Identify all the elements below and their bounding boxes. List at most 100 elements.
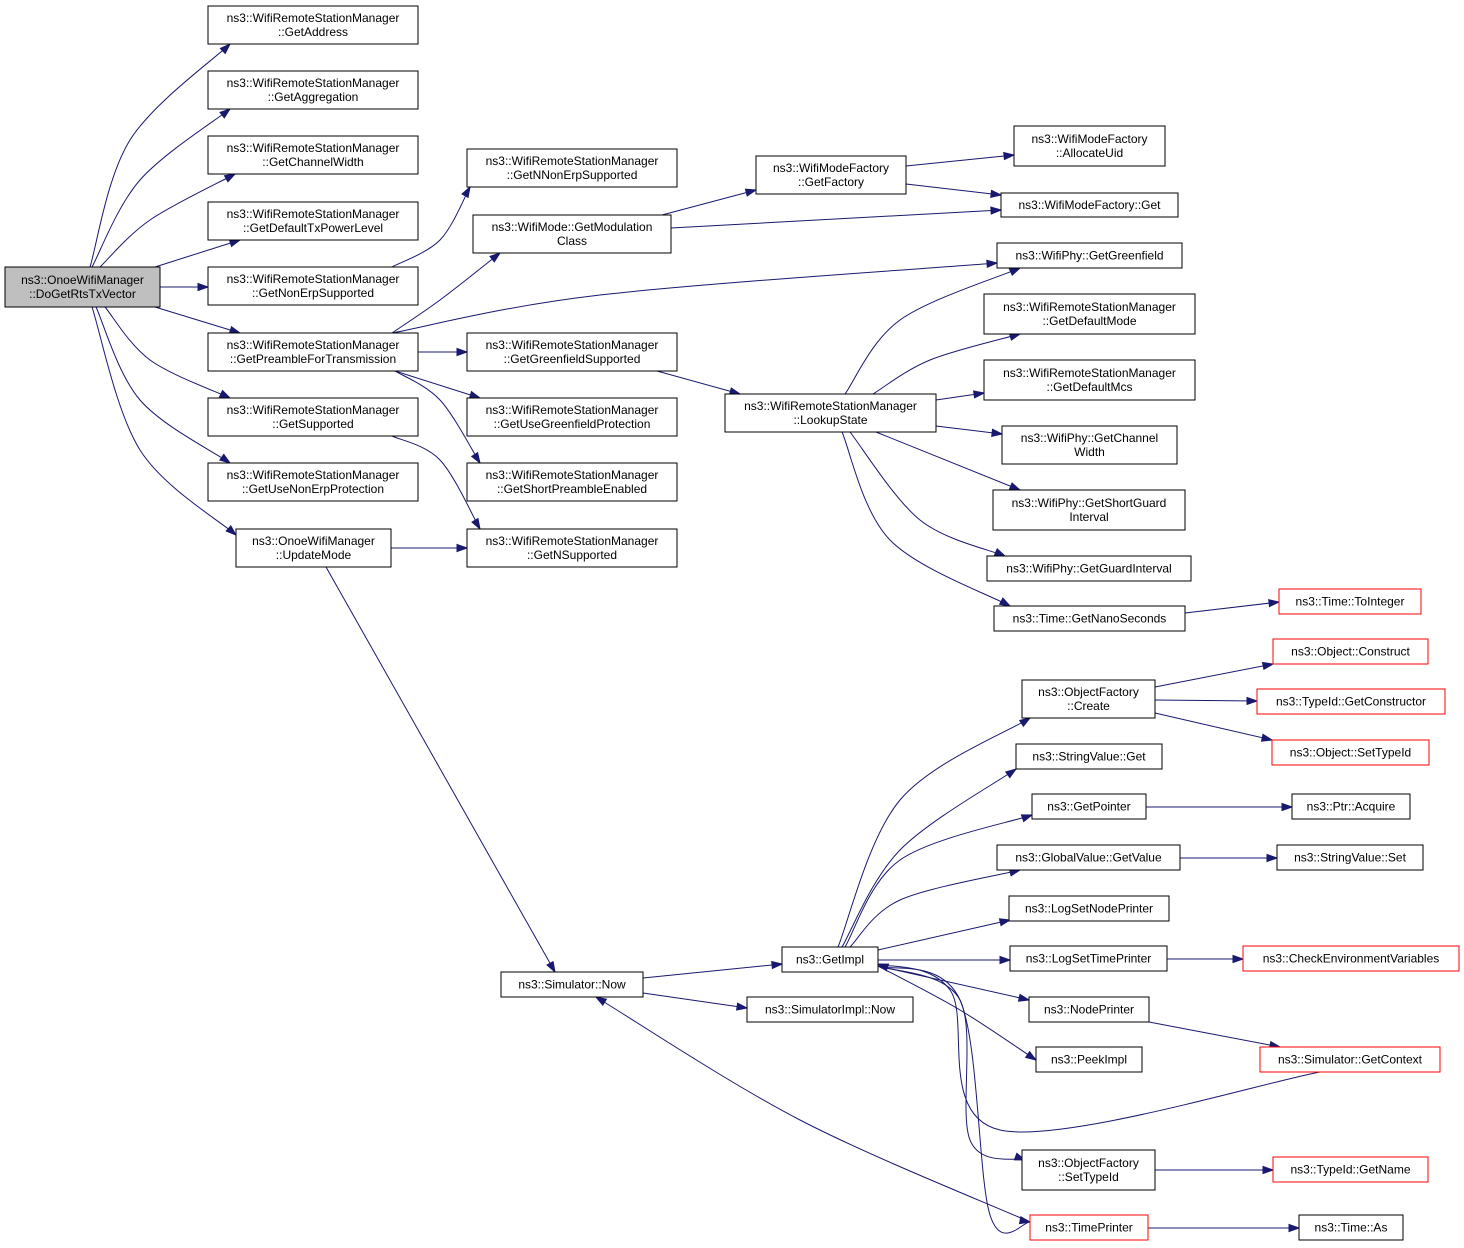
node-getNonErpSupported[interactable]: ns3::WifiRemoteStationManager::GetNonErp… bbox=[207, 266, 419, 306]
node-simulatorImplNow[interactable]: ns3::SimulatorImpl::Now bbox=[746, 996, 914, 1023]
node-box bbox=[466, 397, 678, 437]
node-box bbox=[466, 462, 678, 502]
edge-getFactory-to-allocateUid bbox=[905, 151, 1016, 167]
node-stringValueSet[interactable]: ns3::StringValue::Set bbox=[1276, 844, 1424, 871]
node-getDefaultMcs[interactable]: ns3::WifiRemoteStationManager::GetDefaul… bbox=[983, 359, 1196, 401]
node-label-line: ns3::Ptr::Acquire bbox=[1307, 800, 1396, 814]
node-getChannelWidthRsm[interactable]: ns3::WifiRemoteStationManager::GetChanne… bbox=[207, 135, 419, 175]
node-box bbox=[207, 397, 419, 437]
node-label-line: ns3::WifiRemoteStationManager bbox=[744, 399, 917, 413]
node-logSetNodePrinter[interactable]: ns3::LogSetNodePrinter bbox=[1008, 895, 1170, 922]
node-objectConstruct[interactable]: ns3::Object::Construct bbox=[1272, 638, 1429, 665]
node-allocateUid[interactable]: ns3::WifiModeFactory::AllocateUid bbox=[1013, 125, 1166, 167]
arrowhead-icon bbox=[489, 252, 502, 263]
node-ptrAcquire[interactable]: ns3::Ptr::Acquire bbox=[1291, 793, 1411, 820]
node-getGreenfield[interactable]: ns3::WifiPhy::GetGreenfield bbox=[996, 242, 1183, 269]
node-nodePrinter[interactable]: ns3::NodePrinter bbox=[1028, 996, 1150, 1023]
node-label-line: ns3::WifiPhy::GetGreenfield bbox=[1015, 249, 1163, 263]
node-label-line: ns3::Object::SetTypeId bbox=[1290, 746, 1411, 760]
node-timeAs[interactable]: ns3::Time::As bbox=[1298, 1214, 1404, 1241]
edge-simulatorNow-to-getImpl bbox=[642, 960, 784, 979]
edge-root-to-getAddress bbox=[89, 42, 232, 268]
node-logSetTimePrinter[interactable]: ns3::LogSetTimePrinter bbox=[1009, 945, 1168, 972]
edge-line bbox=[1148, 1021, 1281, 1048]
edge-line bbox=[670, 209, 1002, 229]
node-phyGetChannelWidth[interactable]: ns3::WifiPhy::GetChannelWidth bbox=[1001, 425, 1178, 465]
node-getShortPreambleEnabled[interactable]: ns3::WifiRemoteStationManager::GetShortP… bbox=[466, 462, 678, 502]
node-box bbox=[207, 266, 419, 306]
node-getAggregation[interactable]: ns3::WifiRemoteStationManager::GetAggreg… bbox=[207, 70, 419, 110]
arrowhead-icon bbox=[1018, 717, 1032, 728]
node-getPreambleForTransmission[interactable]: ns3::WifiRemoteStationManager::GetPreamb… bbox=[207, 332, 419, 372]
node-box bbox=[1291, 793, 1411, 820]
node-getDefaultMode[interactable]: ns3::WifiRemoteStationManager::GetDefaul… bbox=[983, 293, 1196, 335]
node-box bbox=[1021, 679, 1156, 719]
node-getImpl[interactable]: ns3::GetImpl bbox=[781, 946, 879, 973]
edge-line bbox=[595, 996, 1031, 1223]
node-updateMode[interactable]: ns3::OnoeWifiManager::UpdateMode bbox=[235, 528, 392, 568]
node-label-line: ns3::NodePrinter bbox=[1044, 1003, 1134, 1017]
edge-simulatorNow-to-simulatorImplNow bbox=[642, 992, 749, 1011]
edge-line bbox=[877, 919, 1011, 951]
edge-line bbox=[849, 431, 1006, 557]
node-getNNonErpSupported[interactable]: ns3::WifiRemoteStationManager::GetNNonEr… bbox=[466, 148, 678, 188]
node-stringValueGet[interactable]: ns3::StringValue::Get bbox=[1015, 743, 1163, 770]
node-label-line: ns3::WifiModeFactory::Get bbox=[1018, 198, 1161, 212]
node-label-line: ns3::Time::GetNanoSeconds bbox=[1013, 612, 1167, 626]
node-root[interactable]: ns3::OnoeWifiManager::DoGetRtsTxVector bbox=[4, 266, 161, 308]
node-getNSupported[interactable]: ns3::WifiRemoteStationManager::GetNSuppo… bbox=[466, 528, 678, 568]
node-getAddress[interactable]: ns3::WifiRemoteStationManager::GetAddres… bbox=[207, 5, 419, 45]
node-box bbox=[1031, 793, 1147, 820]
node-checkEnvVars[interactable]: ns3::CheckEnvironmentVariables bbox=[1242, 945, 1460, 972]
node-box bbox=[472, 214, 672, 254]
node-getUseNonErpProtection[interactable]: ns3::WifiRemoteStationManager::GetUseNon… bbox=[207, 462, 419, 502]
node-peekImpl[interactable]: ns3::PeekImpl bbox=[1035, 1046, 1143, 1073]
node-getDefaultTxPowerLevel[interactable]: ns3::WifiRemoteStationManager::GetDefaul… bbox=[207, 201, 419, 241]
node-getConstructor[interactable]: ns3::TypeId::GetConstructor bbox=[1256, 688, 1446, 715]
node-label-line: ns3::GetImpl bbox=[796, 953, 864, 967]
node-label-line: ns3::ObjectFactory bbox=[1038, 685, 1139, 699]
node-typeIdGetName[interactable]: ns3::TypeId::GetName bbox=[1272, 1156, 1429, 1183]
node-simulatorNow[interactable]: ns3::Simulator::Now bbox=[500, 971, 644, 998]
edge-line bbox=[1154, 712, 1273, 741]
arrowhead-icon bbox=[461, 185, 471, 199]
node-label-line: ns3::WifiRemoteStationManager bbox=[486, 403, 659, 417]
node-box bbox=[466, 332, 678, 372]
node-box bbox=[1278, 588, 1422, 615]
node-getGreenfieldSupported[interactable]: ns3::WifiRemoteStationManager::GetGreenf… bbox=[466, 332, 678, 372]
node-wmfGet[interactable]: ns3::WifiModeFactory::Get bbox=[1000, 192, 1179, 218]
edge-timePrinter-to-timeAs bbox=[1148, 1223, 1301, 1233]
node-box bbox=[4, 266, 161, 308]
node-label-line: ns3::WifiRemoteStationManager bbox=[486, 534, 659, 548]
node-getContext[interactable]: ns3::Simulator::GetContext bbox=[1259, 1046, 1441, 1073]
node-getSupported[interactable]: ns3::WifiRemoteStationManager::GetSuppor… bbox=[207, 397, 419, 437]
edge-getSupported-to-getNSupported bbox=[391, 435, 481, 531]
node-label-line: ns3::PeekImpl bbox=[1051, 1053, 1127, 1067]
node-getUseGreenfieldProtection[interactable]: ns3::WifiRemoteStationManager::GetUseGre… bbox=[466, 397, 678, 437]
arrowhead-icon bbox=[1288, 1223, 1301, 1233]
arrowhead-icon bbox=[993, 548, 1007, 557]
node-toInteger[interactable]: ns3::Time::ToInteger bbox=[1278, 588, 1422, 615]
edge-line bbox=[394, 370, 481, 399]
node-getNanoSeconds[interactable]: ns3::Time::GetNanoSeconds bbox=[993, 605, 1186, 632]
node-objectSetTypeId[interactable]: ns3::Object::SetTypeId bbox=[1271, 739, 1430, 766]
edge-nodePrinter-to-getContext bbox=[1148, 1021, 1282, 1050]
node-label-line: Interval bbox=[1069, 510, 1108, 524]
node-lookupState[interactable]: ns3::WifiRemoteStationManager::LookupSta… bbox=[724, 393, 937, 433]
node-getGuardInterval[interactable]: ns3::WifiPhy::GetGuardInterval bbox=[986, 555, 1192, 582]
node-timePrinter[interactable]: ns3::TimePrinter bbox=[1029, 1214, 1149, 1241]
node-label-line: ns3::TimePrinter bbox=[1045, 1221, 1133, 1235]
arrowhead-icon bbox=[219, 42, 232, 55]
node-getPointer[interactable]: ns3::GetPointer bbox=[1031, 793, 1147, 820]
node-box bbox=[235, 528, 392, 568]
node-globalValueGetValue[interactable]: ns3::GlobalValue::GetValue bbox=[996, 844, 1181, 871]
node-objectFactorySetTypeId[interactable]: ns3::ObjectFactory::SetTypeId bbox=[1021, 1149, 1156, 1191]
arrowhead-icon bbox=[771, 960, 784, 970]
node-box bbox=[1259, 1046, 1441, 1073]
arrowhead-icon bbox=[219, 108, 232, 119]
node-getFactory[interactable]: ns3::WifiModeFactory::GetFactory bbox=[755, 155, 907, 195]
node-objectFactoryCreate[interactable]: ns3::ObjectFactory::Create bbox=[1021, 679, 1156, 719]
node-label-line: ::GetDefaultMode bbox=[1042, 314, 1136, 328]
